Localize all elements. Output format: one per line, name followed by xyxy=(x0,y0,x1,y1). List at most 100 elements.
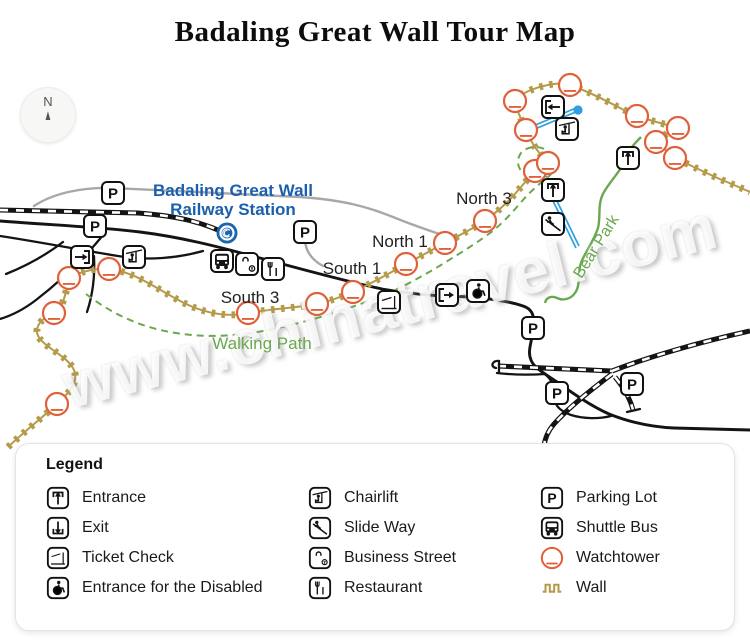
business-icon[interactable] xyxy=(236,253,258,275)
slideway-glyph xyxy=(310,518,330,538)
road xyxy=(0,234,205,260)
parking-icon[interactable] xyxy=(294,221,316,243)
legend-title: Legend xyxy=(46,456,103,473)
restaurant-icon xyxy=(308,576,332,600)
compass-rose: N ▲ xyxy=(20,87,76,143)
legend-item-label: Chairlift xyxy=(344,489,399,506)
watchtower-icon[interactable] xyxy=(393,251,419,277)
restaurant-icon[interactable] xyxy=(262,258,284,280)
watchtower-icon[interactable] xyxy=(557,72,583,98)
watchtower-icon[interactable] xyxy=(535,150,561,176)
exit-right-icon[interactable] xyxy=(436,284,458,306)
legend-item-label: Entrance for the Disabled xyxy=(82,579,263,596)
ticket-icon xyxy=(46,546,70,570)
entrance-right-icon[interactable] xyxy=(71,246,93,268)
restaurant-glyph xyxy=(310,578,330,598)
entrance-up-icon xyxy=(46,486,70,510)
slideway-icon xyxy=(308,516,332,540)
legend-item-label: Wall xyxy=(576,579,607,596)
watchtower-icon[interactable] xyxy=(235,300,261,326)
watchtower-icon[interactable] xyxy=(340,279,366,305)
watchtower-icon[interactable] xyxy=(41,300,67,326)
watchtower-icon[interactable] xyxy=(624,103,650,129)
legend-item: Entrance for the Disabled xyxy=(46,576,308,600)
legend-item-label: Slide Way xyxy=(344,519,416,536)
legend-item: Parking Lot xyxy=(540,486,720,510)
legend-item: Business Street xyxy=(308,546,540,570)
parking-icon[interactable] xyxy=(84,215,106,237)
bus-glyph xyxy=(542,518,562,538)
parking-icon xyxy=(540,486,564,510)
compass-north-label: N xyxy=(43,94,53,109)
legend-item-label: Shuttle Bus xyxy=(576,519,658,536)
watchtower-icon[interactable] xyxy=(665,115,691,141)
chairlift-icon[interactable] xyxy=(556,118,578,140)
watchtower-icon[interactable] xyxy=(643,129,669,155)
entrance-left-icon[interactable] xyxy=(542,96,564,118)
watchtower-icon[interactable] xyxy=(502,88,528,114)
watchtower-icon[interactable] xyxy=(44,391,70,417)
watchtower-icon xyxy=(540,546,564,570)
watchtower-icon[interactable] xyxy=(513,117,539,143)
gray-road xyxy=(303,239,325,268)
road xyxy=(448,294,750,432)
chairlift-icon[interactable] xyxy=(123,246,145,268)
legend-item-label: Ticket Check xyxy=(82,549,174,566)
disabled-icon[interactable] xyxy=(467,280,489,302)
parking-glyph xyxy=(542,488,562,508)
legend-item: Wall xyxy=(540,576,720,600)
exit-down-icon xyxy=(46,516,70,540)
entrance-up-icon[interactable] xyxy=(617,147,639,169)
entrance-up-icon[interactable] xyxy=(542,179,564,201)
road xyxy=(4,240,65,276)
legend-item-label: Entrance xyxy=(82,489,147,506)
watchtower-icon[interactable] xyxy=(96,256,122,282)
watchtower-icon[interactable] xyxy=(56,265,82,291)
legend-item: Restaurant xyxy=(308,576,540,600)
walking-path-line xyxy=(85,146,556,337)
watchtower-icon[interactable] xyxy=(304,291,330,317)
compass-arrow-icon: ▲ xyxy=(43,107,53,124)
legend-item: Shuttle Bus xyxy=(540,516,720,540)
watchtower-icon[interactable] xyxy=(472,208,498,234)
bus-icon xyxy=(540,516,564,540)
entrance-up-glyph xyxy=(48,488,68,508)
exit-down-glyph xyxy=(48,518,68,538)
legend-item: Watchtower xyxy=(540,546,720,570)
ticket-glyph xyxy=(48,548,68,568)
ticket-icon[interactable] xyxy=(378,291,400,313)
bus-icon[interactable] xyxy=(211,250,233,272)
chairlift-glyph xyxy=(310,488,330,508)
legend-item-label: Exit xyxy=(82,519,109,536)
legend-item: Slide Way xyxy=(308,516,540,540)
watchtower-icon[interactable] xyxy=(662,145,688,171)
parking-icon[interactable] xyxy=(522,317,544,339)
gray-road xyxy=(32,186,459,242)
parking-icon[interactable] xyxy=(546,382,568,404)
parking-icon[interactable] xyxy=(102,182,124,204)
station-icon[interactable] xyxy=(215,221,239,245)
watchtower-icon[interactable] xyxy=(432,230,458,256)
wall-glyph xyxy=(541,583,563,593)
business-icon xyxy=(308,546,332,570)
legend-item-label: Restaurant xyxy=(344,579,423,596)
legend-item-label: Business Street xyxy=(344,549,457,566)
chairlift-icon xyxy=(308,486,332,510)
legend-item-label: Watchtower xyxy=(576,549,660,566)
parking-icon[interactable] xyxy=(621,373,643,395)
legend-item: Chairlift xyxy=(308,486,540,510)
road xyxy=(85,254,96,314)
disabled-glyph xyxy=(48,578,68,598)
watchtower-glyph xyxy=(540,546,564,570)
legend-item: Entrance xyxy=(46,486,308,510)
chairlift-terminal-dot xyxy=(573,105,583,115)
legend-item: Exit xyxy=(46,516,308,540)
slideway-icon[interactable] xyxy=(542,213,564,235)
